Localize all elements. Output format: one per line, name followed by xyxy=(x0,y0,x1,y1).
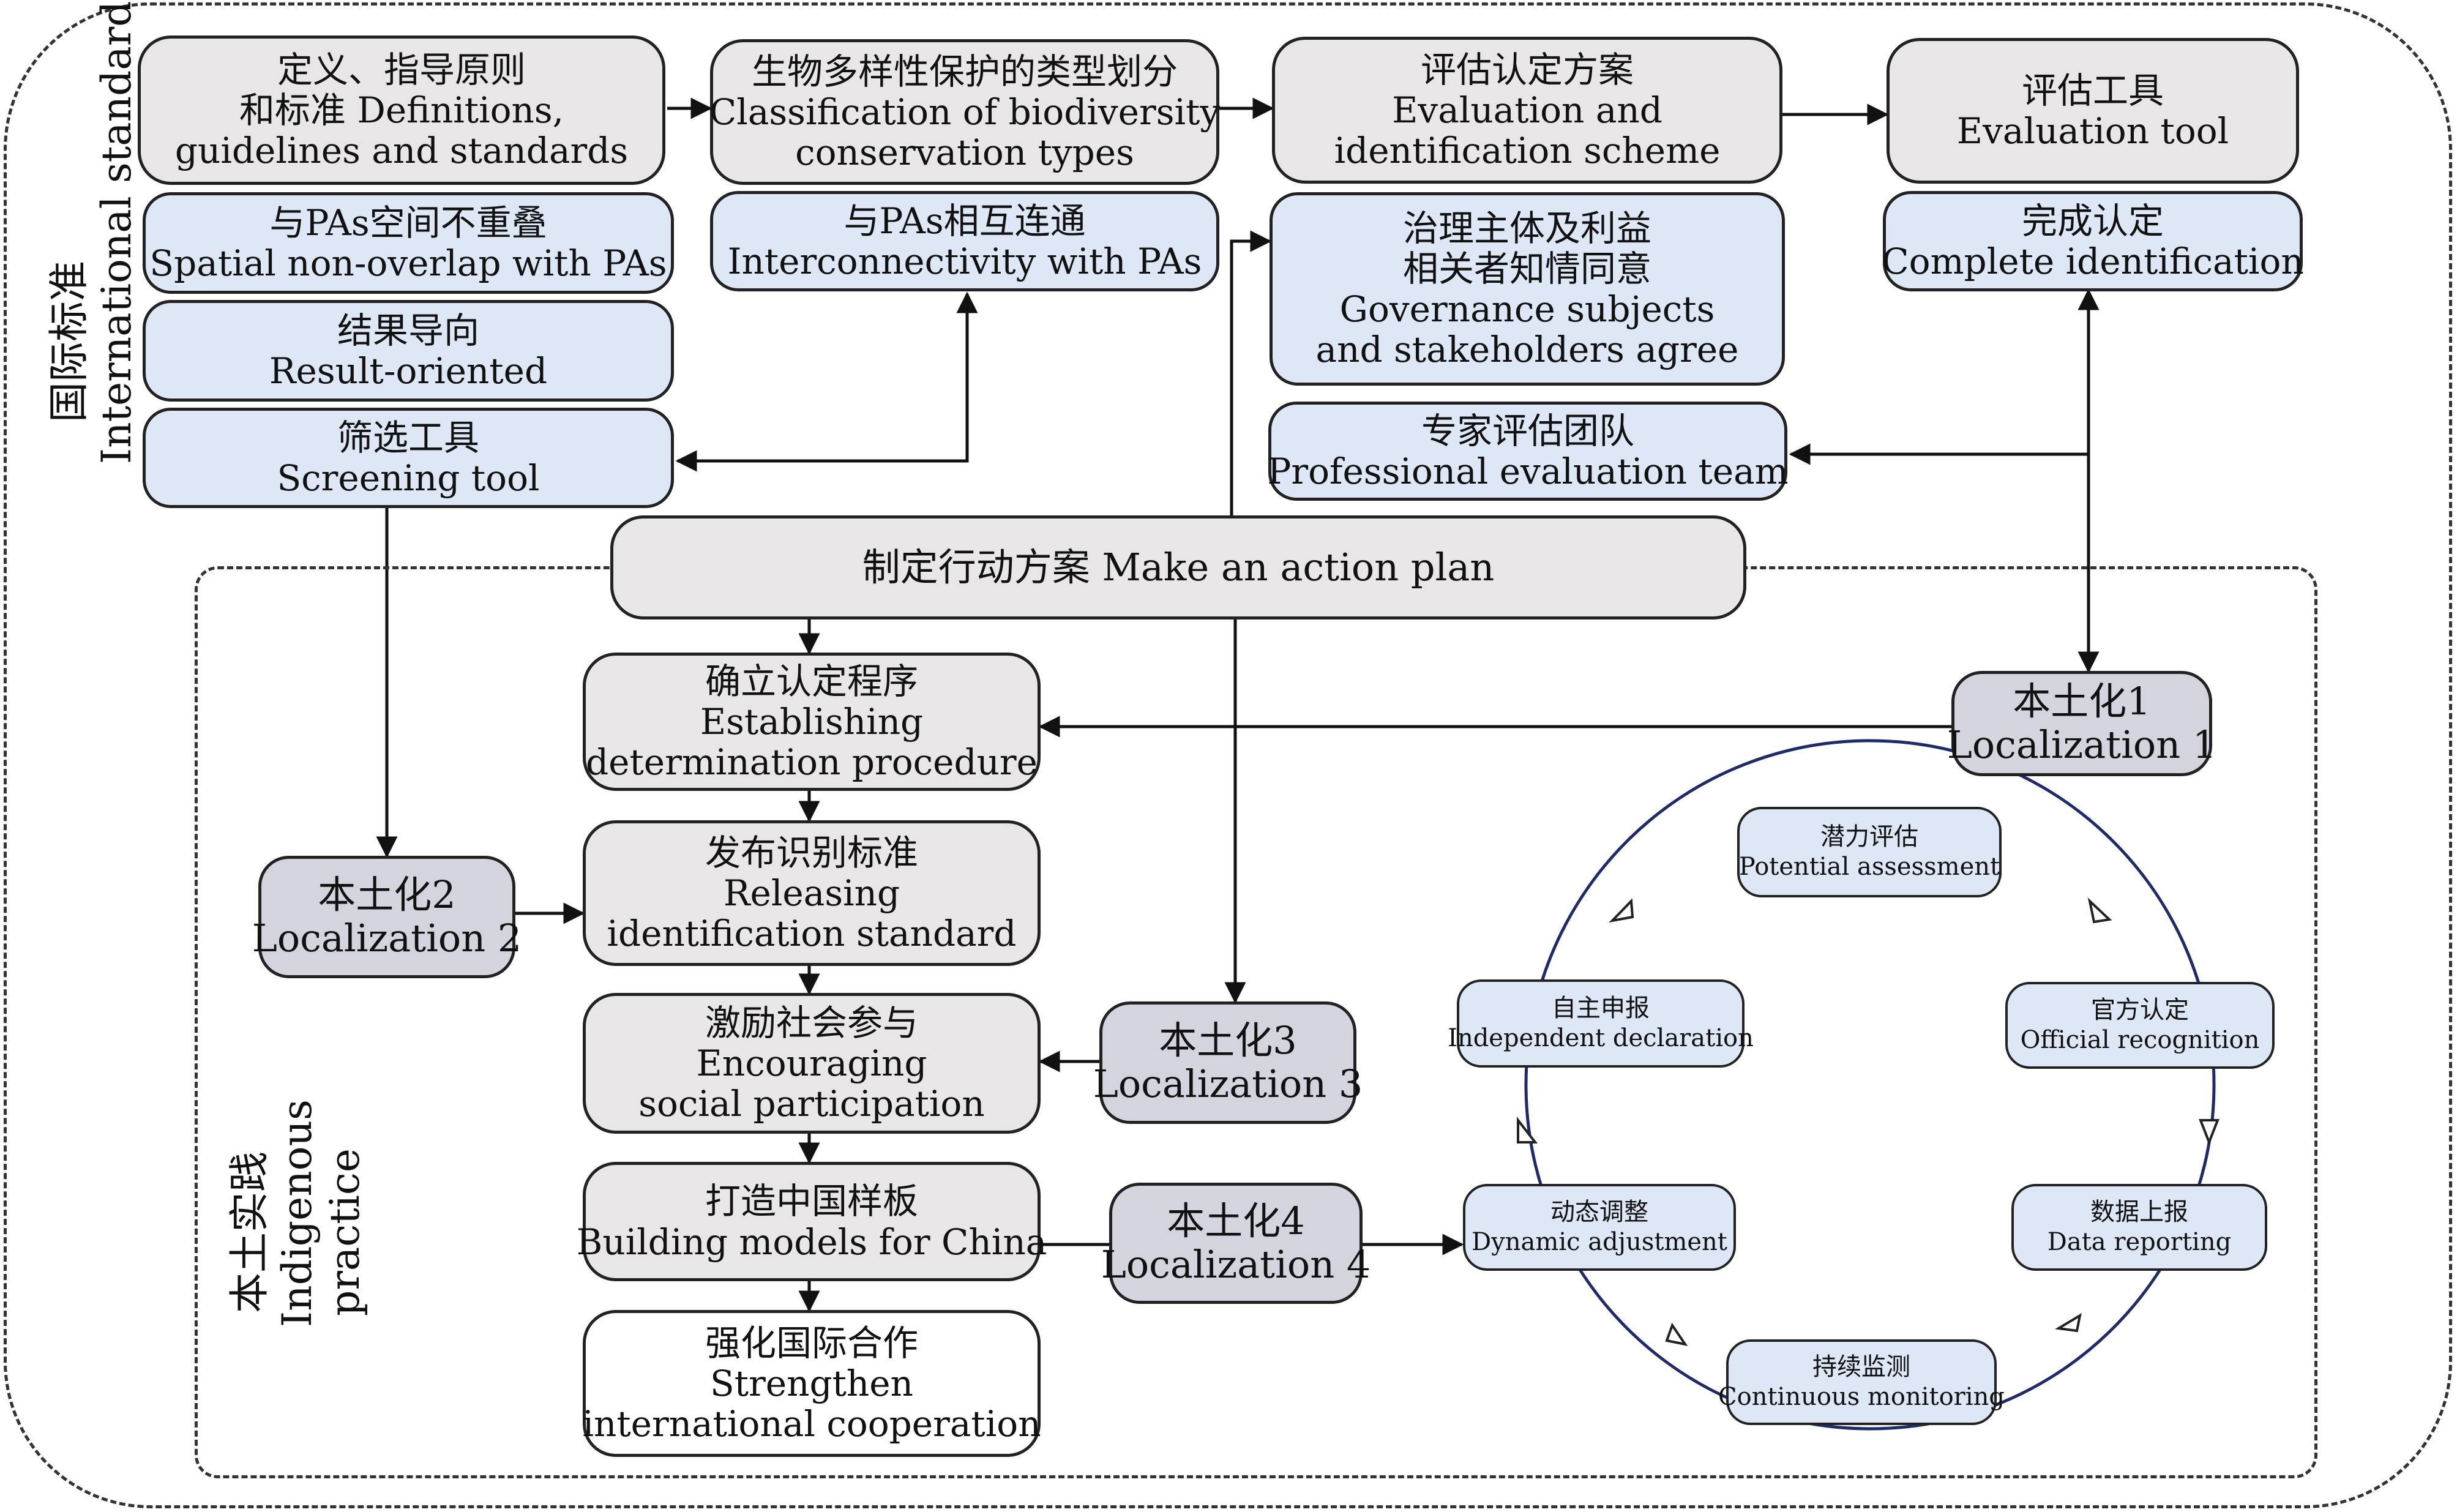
evaluation-tool-box: 评估工具 Evaluation tool xyxy=(1887,38,2299,184)
localization-2-box: 本土化2 Localization 2 xyxy=(252,856,522,978)
building-models-box: 打造中国样板 Building models for China xyxy=(577,1162,1047,1281)
establishing-procedure-box: 确立认定程序 Establishing determination proced… xyxy=(583,653,1041,791)
result-oriented-box: 结果导向 Result-oriented xyxy=(143,300,674,402)
interconnectivity-box: 与PAs相互连通 Interconnectivity with PAs xyxy=(710,191,1219,291)
strengthen-cooperation-box: 强化国际合作 Strengthen international cooperat… xyxy=(582,1310,1041,1457)
releasing-standard-box: 发布识别标准 Releasing identification standard xyxy=(583,820,1041,966)
cycle-official-recognition: 官方认定 Official recognition xyxy=(2005,982,2275,1069)
indigenous-practice-label: 本土实践 Indigenous practice xyxy=(226,1099,368,1327)
expert-team-box: 专家评估团队 Professional evaluation team xyxy=(1267,402,1789,501)
cycle-arrowhead-3 xyxy=(2055,1312,2082,1333)
localization-1-box: 本土化1 Localization 1 xyxy=(1947,671,2216,776)
cycle-arrowhead-4 xyxy=(1665,1322,1688,1346)
localization-3-box: 本土化3 Localization 3 xyxy=(1093,1001,1363,1124)
encouraging-participation-box: 激励社会参与 Encouraging social participation xyxy=(583,993,1041,1134)
cycle-arrowhead-6 xyxy=(1609,898,1634,923)
classification-box: 生物多样性保护的类型划分 Classification of biodivers… xyxy=(709,39,1220,185)
arrow-action-plan-to-governance xyxy=(1230,230,1272,515)
complete-identification-box: 完成认定 Complete identification xyxy=(1882,191,2304,291)
screening-tool-box: 筛选工具 Screening tool xyxy=(143,408,674,508)
cycle-continuous-monitoring: 持续监测 Continuous monitoring xyxy=(1718,1339,2005,1425)
cycle-independent-declaration: 自主申报 Independent declaration xyxy=(1448,979,1754,1068)
cycle-arrowhead-5 xyxy=(1517,1117,1538,1143)
cycle-arrowhead-2 xyxy=(2199,1119,2220,1146)
arrow-screening-interconnectivity xyxy=(675,291,978,472)
localization-4-box: 本土化4 Localization 4 xyxy=(1101,1183,1371,1304)
cycle-data-reporting: 数据上报 Data reporting xyxy=(2011,1184,2267,1271)
non-overlap-box: 与PAs空间不重叠 Spatial non-overlap with PAs xyxy=(143,192,674,294)
cycle-ring xyxy=(1524,739,2216,1431)
international-standard-label: 国际标准 International standard xyxy=(45,1,140,464)
governance-box: 治理主体及利益 相关者知情同意 Governance subjects and … xyxy=(1270,192,1785,386)
cycle-potential-assessment: 潜力评估 Potential assessment xyxy=(1737,807,2002,897)
evaluation-scheme-box: 评估认定方案 Evaluation and identification sch… xyxy=(1272,37,1782,184)
action-plan-box: 制定行动方案 Make an action plan xyxy=(610,515,1746,619)
cycle-dynamic-adjustment: 动态调整 Dynamic adjustment xyxy=(1463,1184,1736,1271)
definitions-box: 定义、指导原则 和标准 Definitions, guidelines and … xyxy=(138,36,665,185)
cycle-arrowhead-1 xyxy=(2087,897,2112,924)
